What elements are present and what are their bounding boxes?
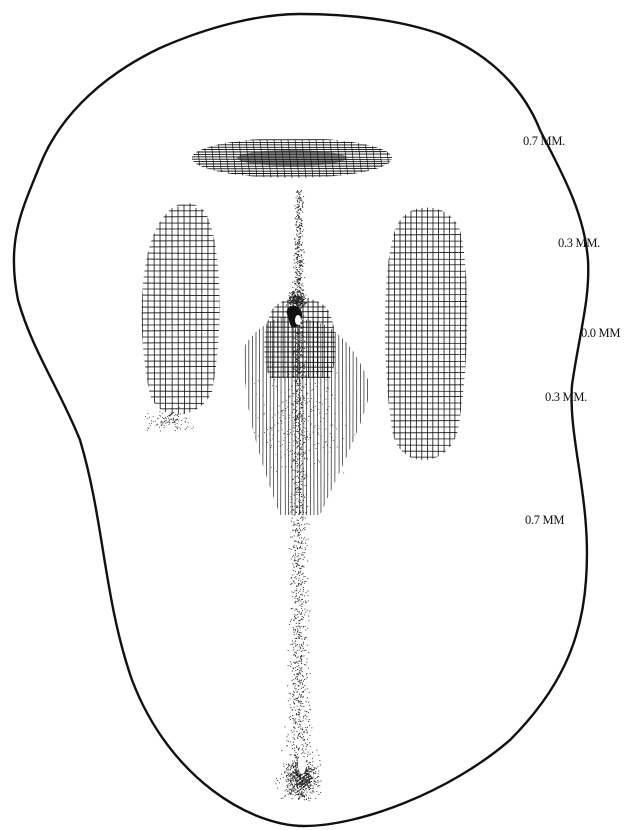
scale-label-0-0mm: 0.0 MM — [581, 326, 620, 340]
node-highlight — [295, 315, 301, 325]
central-wing-region — [238, 312, 375, 523]
scale-label-0-7mm-posterior: 0.7 MM — [525, 513, 564, 527]
top-dense-core — [237, 150, 347, 166]
right-hatched-region — [376, 202, 477, 477]
scale-label-0-3mm-posterior: 0.3 MM. — [545, 390, 587, 404]
scale-label-0-7mm-anterior: 0.7 MM. — [523, 134, 565, 148]
posterior-end-highlight — [298, 756, 306, 774]
scale-label-0-3mm-anterior: 0.3 MM. — [558, 236, 600, 250]
left-hatched-region — [128, 202, 232, 432]
